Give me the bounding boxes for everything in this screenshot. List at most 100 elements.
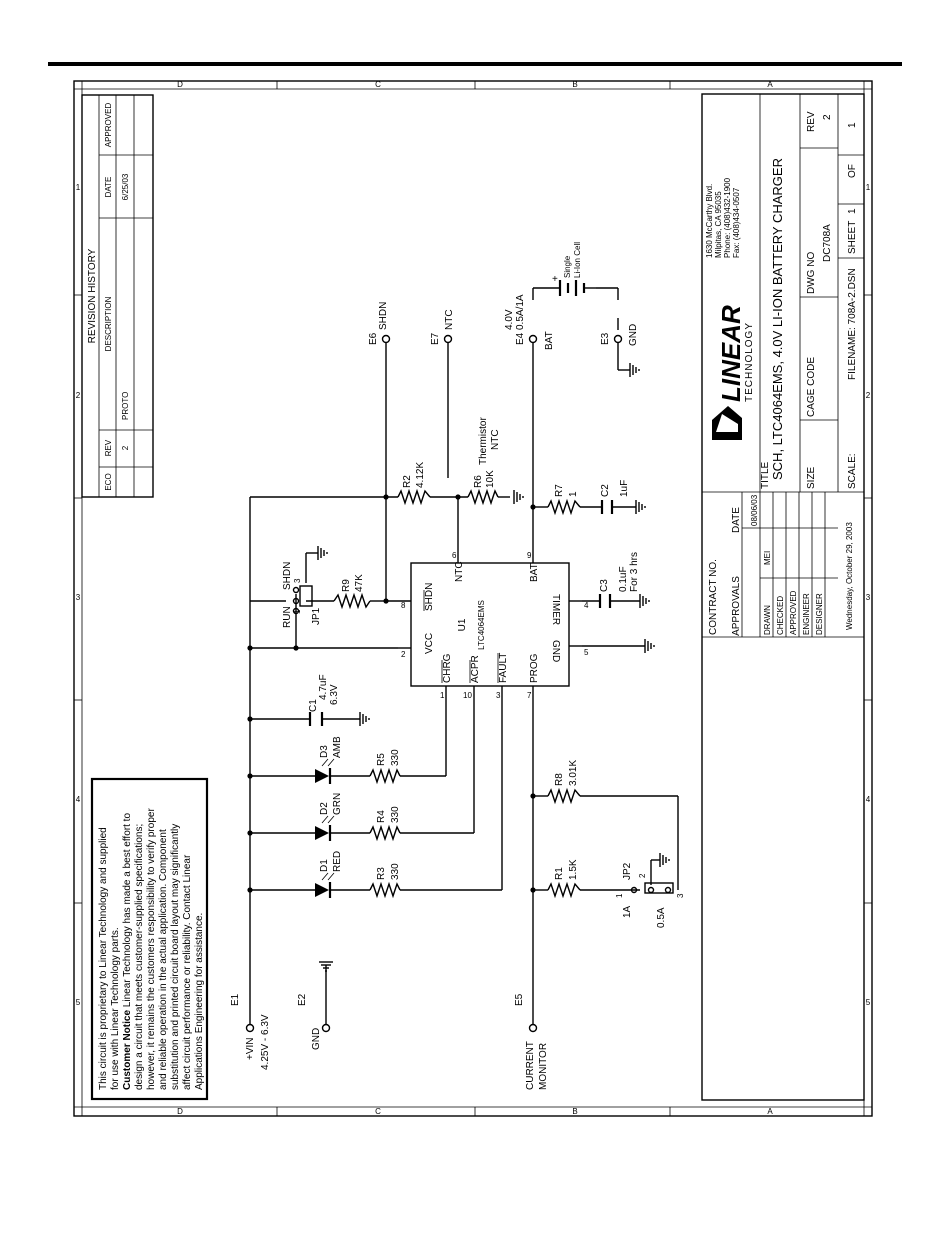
notice-line: affect circuit performance or reliabilit… [182,854,193,1090]
customer-notice: This circuit is proprietary to Linear Te… [90,777,209,1101]
contract-label: CONTRACT NO. [708,559,719,635]
zone-number: 5 [76,998,81,1007]
e6-label: SHDN [378,302,389,330]
battery-label: Li-Ion Cell [573,242,582,278]
linear-logo: LINEAR TECHNOLOGY [712,305,755,440]
r8-value: 3.01K [568,760,579,786]
logo-text: LINEAR [716,305,746,402]
sheet-value: 1 [847,208,858,214]
dwg-label: DWG NO [806,252,817,294]
pin-name: VCC [424,633,435,654]
terminals: E6 SHDN E7 NTC E4 BAT 4.0V 0.5A/1A E3 GN… [230,294,639,1090]
zone-letter: D [177,1107,183,1116]
c3-note: For 3 hrs [629,552,640,592]
c2-value: 1uF [619,480,630,497]
r7-ref: R7 [554,484,565,497]
address-line: Milpitas, CA 95035 [714,191,723,258]
size-label: SIZE [806,466,817,489]
rev-col-eco: ECO [104,473,113,490]
jumper-jp2: JP2 1 2 3 1A 0.5A [615,862,685,928]
zone-letter: A [767,1107,773,1116]
zone-number: 4 [866,795,871,804]
d1-color: RED [332,851,343,872]
e7-ref: E7 [430,332,441,345]
resistor-r3: R3 330 [369,863,401,899]
c1-voltage: 6.3V [329,684,340,705]
e2-ref: E2 [297,993,308,1006]
sheet-label: SHEET [847,221,858,254]
e4-voltage: 4.0V [504,309,515,330]
of-value: 1 [847,122,858,128]
notice-line: however, it remains the customers respon… [146,808,157,1090]
notice-line: and reliable operation in the actual app… [158,829,169,1090]
zone-number: 2 [866,391,871,400]
rev-col-approved: APPROVED [104,103,113,148]
r4-ref: R4 [376,810,387,823]
zone-letter: A [767,80,773,89]
jp1-shdn: SHDN [282,562,293,590]
jp1-pin3: 3 [293,578,302,583]
r6-note: Thermistor [478,417,489,465]
rev-row-rev: 2 [121,445,130,450]
jp2-05a: 0.5A [656,907,667,928]
e1-label: +VIN [245,1037,256,1060]
address-line: Phone: (408)432-1900 [723,177,732,258]
r5-value: 330 [390,749,401,766]
pin-num: 4 [584,601,589,610]
drawn-label: DRAWN [763,605,772,635]
zone-number: 3 [866,593,871,602]
svg-text:Customer Notice Linear Technol: Customer Notice Linear Technology has ma… [122,813,133,1090]
resistor-r9: R9 47K [333,574,371,610]
r2-value: 4.12K [415,462,426,488]
notice-line: Linear Technology has made a best effort… [122,813,133,1008]
rev-row-description: PROTO [121,392,130,420]
frame-zone-labels: D C B A D C B A 1 2 3 4 5 1 2 3 4 5 [76,80,871,1116]
r1-value: 1.5K [568,859,579,880]
resistor-r4: R4 330 [369,806,401,842]
e7-label: NTC [444,309,455,330]
e3-label: GND [628,324,639,346]
of-label: OF [847,164,858,178]
d2-ref: D2 [319,802,330,815]
address-line: Fax: (408)434-0507 [732,187,741,258]
jp2-pin3: 3 [676,893,685,898]
d3-ref: D3 [319,745,330,758]
engineer-label: ENGINEER [802,593,811,635]
battery-plus: + [552,274,558,285]
r9-value: 47K [354,574,365,592]
drawn-date: 08/06/03 [750,494,759,526]
pin-num: 10 [463,691,472,700]
e4-label: BAT [544,331,555,350]
pin-name: NTC [454,561,465,582]
led-d3: D3 AMB [315,736,343,784]
drawn-by: MEI [763,551,772,565]
zone-number: 4 [76,795,81,804]
e5-label: MONITOR [538,1043,549,1090]
zone-number: 5 [866,998,871,1007]
jp1-ref: JP1 [311,607,322,625]
pin-num: 9 [527,551,532,560]
r6-note: NTC [490,429,501,450]
rev-col-date: DATE [104,177,113,198]
r8-ref: R8 [554,773,565,786]
jumper-jp1: JP1 1 3 RUN SHDN [282,562,322,628]
resistor-r6: R6 10K Thermistor NTC [467,417,501,506]
pin-num: 5 [584,648,589,657]
jp2-1a: 1A [622,905,633,918]
address-line: 1630 McCarthy Blvd. [705,184,714,258]
resistor-r8: R8 3.01K [547,760,581,805]
r7-value: 1 [568,491,579,497]
e6-ref: E6 [368,332,379,345]
pin-name: ACPR [470,655,481,683]
pin-name: TIMER [550,594,561,625]
pin-num: 7 [527,691,532,700]
jp2-pin1: 1 [615,893,624,898]
zone-letter: B [572,1107,577,1116]
c3-ref: C3 [599,579,610,592]
c1-value: 4.7uF [318,674,329,700]
capacitor-c3: C3 0.1uF For 3 hrs [598,552,640,608]
notice-lead: Customer Notice [122,1010,133,1090]
rev-row-date: 6/25/03 [121,173,130,200]
notice-line: Applications Engineering for assistance. [194,913,205,1090]
battery-cell: + Single Li-Ion Cell [552,242,596,296]
